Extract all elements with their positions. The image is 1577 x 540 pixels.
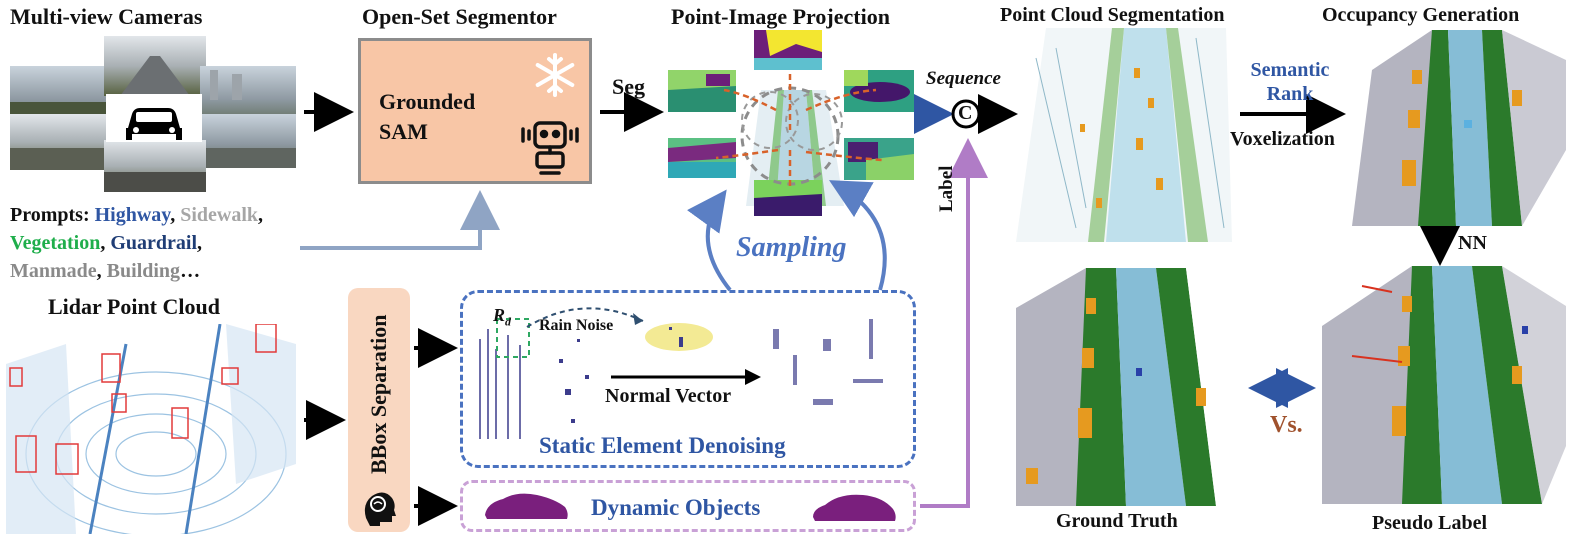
denoise-graphic [479,307,883,439]
grounded-sam-line1: Grounded [379,89,476,114]
prompts-line-2: Vegetation, Guardrail, [10,232,203,254]
pseudo-label-image [1322,266,1566,504]
seg-label: Seg [612,74,645,99]
grounded-sam-box: Grounded SAM [358,38,592,184]
title-multiview-cameras: Multi-view Cameras [10,4,203,29]
dynamic-car-right-icon [813,494,896,521]
projection-graphic [668,30,914,216]
dynamic-objects-label: Dynamic Objects [591,495,761,520]
vs-label: Vs. [1270,412,1303,438]
lidar-pointcloud-image [6,323,296,537]
pcseg-graphic [1016,28,1232,242]
grounded-sam-line2: SAM [379,119,428,144]
prompt-manmade: Manmade [10,260,97,282]
projection-tile-bottom [754,180,822,216]
title-point-image-projection: Point-Image Projection [671,4,890,29]
projection-tile-left-top [668,70,736,112]
prompt-vegetation: Vegetation [10,232,101,254]
rd-label: Rd [493,305,512,329]
car-icon [126,108,182,140]
projection-tile-right-top [844,70,914,112]
lidar-bboxes [9,323,277,475]
prompt-building: Building [106,260,181,282]
prompt-guardrail: Guardrail [110,232,198,254]
ground-truth-image [1016,268,1244,506]
ground-truth-graphic [1016,268,1244,506]
title-occupancy-generation: Occupancy Generation [1322,4,1520,26]
prompts-line-3: Manmade, Building… [10,260,201,282]
normal-vector-label: Normal Vector [605,385,732,407]
lidar-graphic [6,323,296,537]
voxelization-label: Voxelization [1230,128,1335,150]
pointcloud-segmentation-image [1016,28,1232,242]
robot-icon [521,121,579,175]
title-open-set-segmentor: Open-Set Segmentor [362,4,557,29]
occupancy-generation-image [1352,30,1566,226]
label-vertical: Label [936,165,957,212]
title-point-cloud-segmentation: Point Cloud Segmentation [1000,4,1225,26]
static-element-denoising-label: Static Element Denoising [539,433,786,458]
projection-tile-top [754,30,822,70]
sequence-label: Sequence [926,68,1001,89]
prompts-line-1: Prompts: Highway, Sidewalk, [10,204,264,226]
pseudo-label-graphic [1322,266,1566,504]
prompt-highway: Highway [94,204,171,226]
camera-mosaic [10,36,296,192]
title-pseudo-label: Pseudo Label [1372,512,1488,534]
prompt-sidewalk: Sidewalk [180,204,259,226]
projection-panel [666,30,916,216]
static-element-denoising-box: Rd Rain Noise Normal Vector Static Eleme… [460,290,916,468]
camera-images [10,36,296,192]
brain-head-icon [364,492,396,526]
concat-symbol: C [958,102,973,124]
rain-noise-label: Rain Noise [539,317,614,334]
dynamic-objects-box: Dynamic Objects [460,480,916,532]
title-lidar-point-cloud: Lidar Point Cloud [48,294,220,319]
semantic-rank-label: Semantic Rank [1250,59,1330,105]
nn-label: NN [1458,232,1487,254]
projection-orange-arrows [715,70,883,186]
rd-region [496,318,530,358]
occgen-graphic [1352,30,1566,226]
snowflake-icon [535,53,575,97]
bbox-separation-panel: BBox Separation [348,288,410,532]
title-ground-truth: Ground Truth [1056,510,1178,532]
dynamic-car-left-icon [485,493,568,519]
sampling-label: Sampling [736,232,847,263]
